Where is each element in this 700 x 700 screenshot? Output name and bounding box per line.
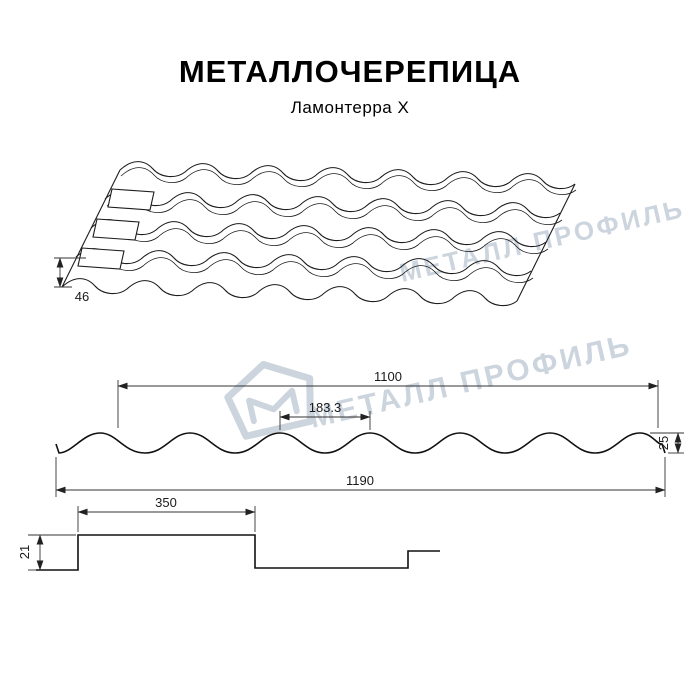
dim-cover-width	[117, 380, 659, 428]
ridge-cap-2	[92, 218, 140, 241]
ridge-cap-1	[107, 188, 155, 211]
dim-roof-step	[54, 257, 86, 288]
profile-curve	[55, 432, 666, 454]
page-subtitle: Ламонтерра X	[291, 98, 410, 117]
dim-edge-height	[28, 534, 76, 571]
dim-label-edge-height: 21	[17, 545, 32, 559]
sheet-right-edge	[516, 183, 576, 302]
logo-outline	[224, 361, 314, 440]
dim-full-width	[55, 457, 666, 497]
dim-label-cover-width: 1100	[374, 369, 402, 384]
logo-m-glyph	[246, 387, 300, 425]
dim-label-module-length: 350	[155, 495, 177, 510]
step-profile-drawing	[36, 534, 440, 571]
dim-label-full-width: 1190	[346, 473, 374, 488]
dim-crest-spacing	[279, 411, 371, 430]
page-title: МЕТАЛЛОЧЕРЕПИЦА	[179, 54, 521, 89]
dim-label-profile-height: 25	[656, 436, 671, 450]
dim-label-roof-step: 46	[75, 289, 89, 304]
dim-module-length	[77, 506, 256, 532]
ridge-cap-3	[77, 247, 125, 270]
roof-perspective-drawing	[61, 161, 577, 307]
sheet-left-edge	[61, 169, 121, 288]
dim-profile-height	[650, 432, 684, 454]
metall-profil-logo	[224, 361, 314, 440]
dim-label-crest-spacing: 183.3	[309, 400, 342, 415]
profile-cross-section	[55, 432, 666, 454]
step-profile-line	[36, 534, 440, 571]
